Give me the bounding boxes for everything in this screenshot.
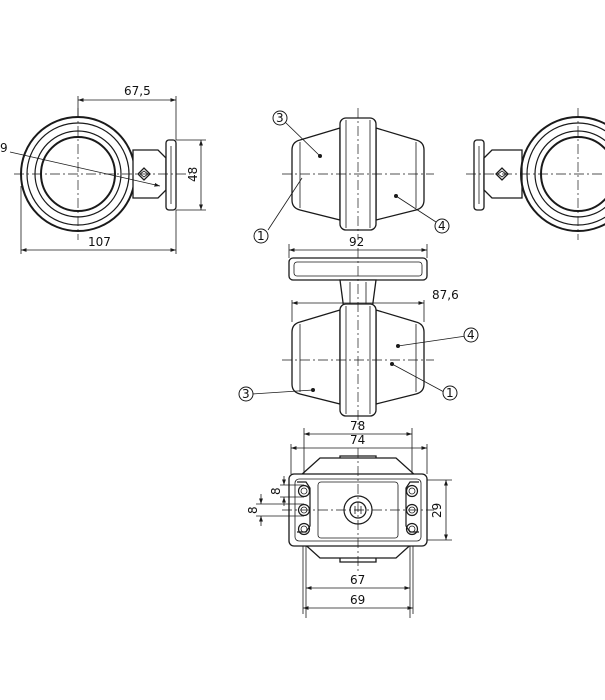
callout-4-top: 4 (463, 327, 479, 343)
dim-label-107: 107 (88, 235, 111, 249)
svg-text:1: 1 (257, 229, 265, 243)
callout-4-front: 4 (434, 218, 450, 234)
bottom-view: 78 74 67 69 29 8 8 (246, 419, 452, 618)
svg-text:3: 3 (242, 387, 250, 401)
dim-label-67: 67 (350, 573, 365, 587)
svg-text:4: 4 (438, 219, 446, 233)
svg-text:1: 1 (446, 386, 454, 400)
left-side-view: 9 67,5 107 48 (0, 84, 206, 254)
dim-label-78: 78 (350, 419, 365, 433)
callout-3-top: 3 (238, 386, 254, 402)
callout-3-front: 3 (272, 110, 288, 126)
svg-text:3: 3 (276, 111, 284, 125)
dim-label-9: 9 (0, 141, 8, 155)
dim-label-8-lower: 8 (246, 506, 260, 514)
dim-label-92: 92 (349, 235, 364, 249)
dim-label-67-5: 67,5 (124, 84, 151, 98)
dim-label-87-6: 87,6 (432, 288, 459, 302)
dim-label-69: 69 (350, 593, 365, 607)
callout-1-front: 1 (253, 228, 269, 244)
dim-label-74: 74 (350, 433, 365, 447)
front-view (267, 108, 437, 240)
dim-label-48: 48 (186, 167, 200, 182)
callout-1-top: 1 (442, 385, 458, 401)
top-view: 92 87,6 (251, 235, 467, 426)
dim-label-8-upper: 8 (269, 487, 283, 495)
dim-label-29: 29 (430, 503, 444, 518)
right-side-view (466, 108, 605, 240)
svg-text:4: 4 (467, 328, 475, 342)
